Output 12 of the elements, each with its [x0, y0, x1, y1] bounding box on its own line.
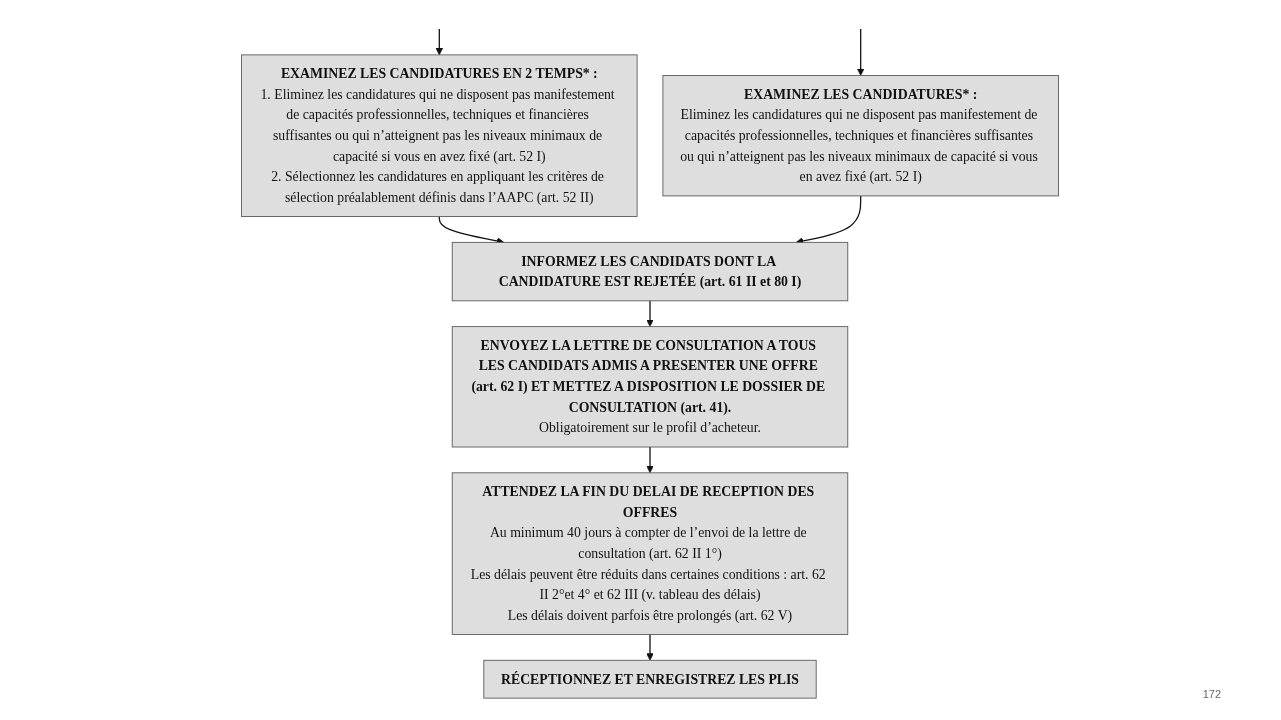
arrow: [646, 300, 654, 327]
arrow: [435, 28, 444, 56]
arrow: [646, 446, 654, 474]
arrow: [856, 28, 865, 76]
node-box: EXAMINEZ LES CANDIDATURES* : Eliminez les candidatures qui ne disposent pas manifestement de capacités professionnelles, techniques et financières suffisantes ou qui n’atteignent pas les niveaux minimaux de capacité si vous en avez fixé (art. 52 I): [662, 75, 1059, 197]
arrow: [646, 633, 654, 661]
page-number: 172: [1202, 688, 1221, 700]
node-box: RÉCEPTIONNEZ ET ENREGISTREZ LES PLIS: [483, 659, 817, 699]
node-box: INFORMEZ LES CANDIDATS DONT LA CANDIDATURE EST REJETÉE (art. 61 II et 80 I): [451, 241, 849, 302]
node-box: EXAMINEZ LES CANDIDATURES EN 2 TEMPS* : 1. Eliminez les candidatures qui ne disposent pas manifestement de capacités professionnelles, techniques et financières suffisantes ou qui n’atteignent pas les niveaux minimaux de capacité si vous en avez fixé (art. 52 I) 2. Sélectionnez les candidatures en appliquant les critères de sélection préalablement définis dans l’AAPC (art. 52 II): [241, 54, 638, 217]
node-box: ENVOYEZ LA LETTRE DE CONSULTATION A TOUS LES CANDIDATS ADMIS A PRESENTER UNE OFFRE (art. 62 I) ET METTEZ A DISPOSITION LE DOSSIER DE CONSULTATION (art. 41). Obligatoirement sur le profil d’acheteur.: [451, 326, 849, 448]
node-box: ATTENDEZ LA FIN DU DELAI DE RECEPTION DES OFFRES Au minimum 40 jours à compter de l’envoi de la lettre de consultation (art. 62 II 1°) Les délais peuvent être réduits dans certaines conditions : art. 62 II 2°et 4° et 62 III (v. tableau des délais) Les délais doivent parfois être prolongés (art. 62 V): [451, 472, 849, 635]
